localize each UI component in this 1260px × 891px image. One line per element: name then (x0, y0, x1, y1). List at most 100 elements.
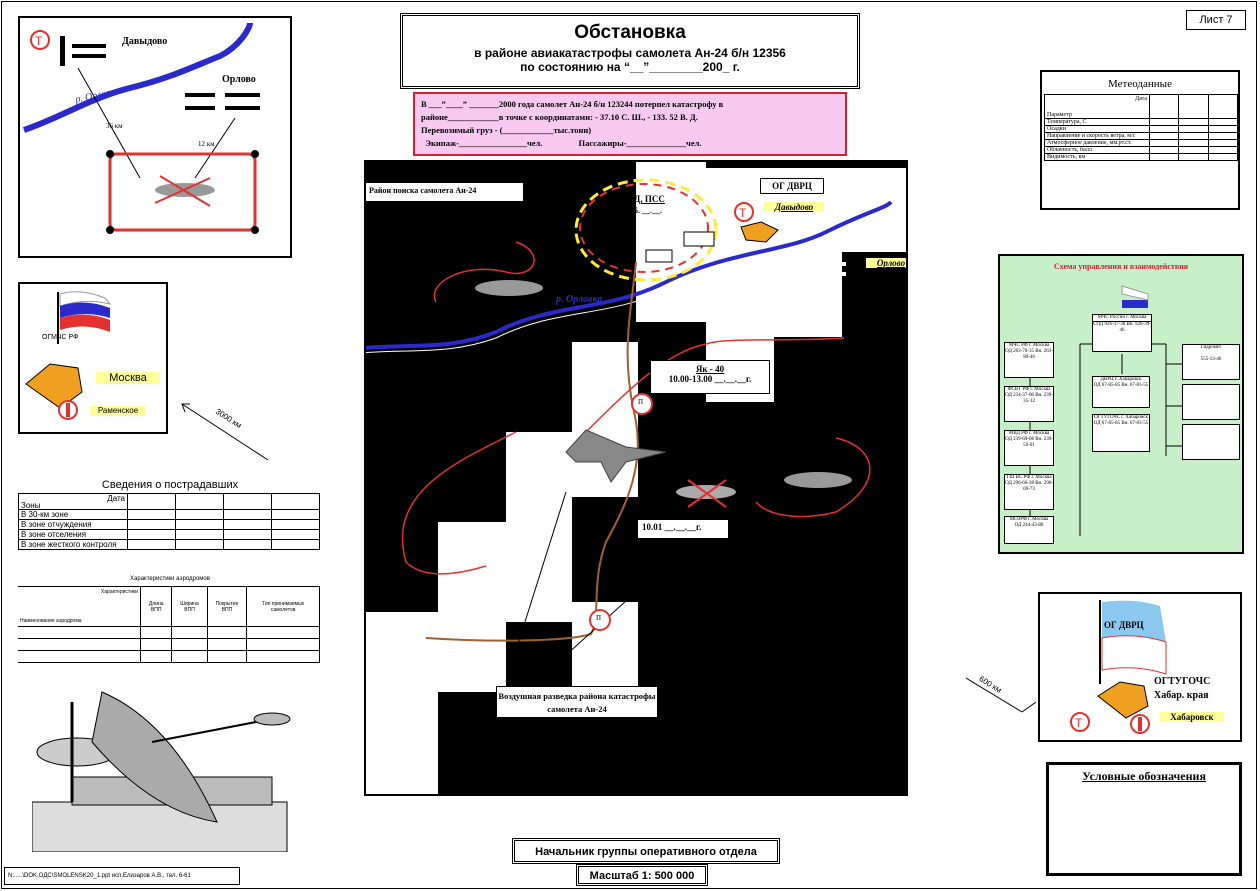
victims-row-3: В зоне жесткого контроля (18, 539, 128, 550)
yak-box: Як - 40 10.00-13.00 __.__.__г. (650, 360, 770, 394)
p-label-1: П (638, 398, 644, 406)
meteo-row-3: Атмосферное давление, мм.рт.ст. (1044, 139, 1150, 147)
scheme-center-tel: СОД 926-37-38 Вн. 926-39-46 (1093, 322, 1151, 333)
scheme-mid-0-label: ДВРЦ г. Хабаровск (1100, 377, 1142, 382)
kh-city: Хабаровск (1160, 712, 1224, 722)
main-map-svg: T (366, 162, 906, 794)
victims-zone: Зоны (21, 501, 41, 510)
region-icon (1097, 681, 1149, 719)
route-line (425, 261, 639, 642)
khabarovsk-svg: T (1070, 600, 1167, 734)
inset-map-svg: T (23, 22, 260, 234)
meteo-title: Метеоданные (1108, 78, 1172, 90)
moscow-svg (25, 291, 112, 420)
region-icon (740, 221, 779, 243)
crash-zone (108, 152, 257, 232)
legend-title: Условные обозначения (1082, 769, 1206, 783)
scale-label: Масштаб 1: 500 000 (576, 864, 708, 886)
airfields-corner-top: Характеристики (100, 589, 138, 595)
dist-3000-arrow (181, 403, 269, 461)
aircraft-icon (565, 429, 667, 483)
scheme-left-1-tel: ОД 234-37-00 Вн. 239-35-12 (1005, 393, 1053, 404)
main-map: T Район поиска самолета Ан-24 МВД, ПСС 1… (364, 160, 908, 796)
airfields-corner-bottom: Наименование аэродрома (20, 618, 82, 624)
legend-box: Условные обозначения (1046, 762, 1242, 876)
yak-title: Як - 40 (695, 364, 725, 374)
scheme-right-1[interactable] (1182, 384, 1240, 420)
scheme-right-0[interactable]: Гидромет 555-13-46 (1182, 344, 1240, 380)
title-box: Обстановка в районе авиакатастрофы самол… (400, 13, 860, 89)
recon-label: Воздушная разведка района катастрофы сам… (496, 686, 658, 718)
moscow-agency: ОГМЧС РФ (42, 334, 79, 341)
davydovo-label: Давыдово (764, 202, 824, 212)
yak-time: 10.00-13.00 __.__.__г. (668, 374, 752, 384)
river-label: р. Орловка (556, 294, 603, 305)
title-line2: в районе авиакатастрофы самолета Ан-24 б… (474, 46, 786, 60)
title-main: Обстановка (574, 22, 686, 43)
inset-map: T Давыдово Орлово р. Орловка 36 км 12 км (18, 16, 292, 258)
svg-text:T: T (1075, 716, 1083, 730)
meteo-row-4: Облачность, балл (1044, 146, 1150, 154)
orlovo-label: Орлово (866, 258, 906, 268)
khabarovsk-box: T ОГ ДВРЦ ОГТУГОЧС Хабар. края Хабаровск (1038, 592, 1242, 742)
victims-row-0: В 30-км зоне (18, 509, 128, 520)
scheme-left-1-label: ФСВТ РФ г. Москва (1007, 387, 1051, 392)
scheme-title: Схема управления и взаимодействия (1053, 262, 1189, 271)
scheme-center[interactable]: МЧС России г. Москва СОД 926-37-38 Вн. 9… (1092, 314, 1152, 352)
landing-point-p (631, 393, 653, 415)
settlement-orlovo-icon (185, 93, 215, 97)
scheme-box: Схема управления и взаимодействия МЧС Ро… (998, 254, 1244, 554)
incident-line3: Перевозимый груз - (____________тыс.тонн… (421, 125, 592, 135)
meteo-param: Параметр (1047, 112, 1072, 118)
scheme-left-0-tel: ОД 263-76-35 Вн. 263-90-46 (1005, 349, 1053, 360)
search-zone-ellipse (574, 178, 718, 282)
footer-path: N:.....\DOK.OДС\SMOLENSK20_1.ppt исп.Ели… (4, 867, 240, 885)
victims-title: Сведения о пострадавших (101, 479, 239, 491)
scheme-mid-0-tel: ОД 67-85-85 Вн. 67-83-55 (1093, 383, 1149, 388)
scheme-left-3-label: ГШ ВС РФ г. Москва (1006, 475, 1052, 480)
scheme-left-4-label: МОЗРФ г. Москва (1009, 517, 1049, 522)
landing-point-p-2 (589, 609, 611, 631)
truck-icon (683, 231, 715, 247)
scheme-right-0-tel: 555-13-46 (1200, 357, 1222, 362)
inset-orlovo: Орлово (222, 74, 256, 85)
incident-box: В ___”____” _______2000 года самолет Ан-… (413, 92, 847, 156)
og-dvrc-label: ОГ ДВРЦ (760, 178, 824, 194)
chief-label: Начальник группы оперативного отдела (512, 838, 780, 864)
mvd-label: МВД, ПСС (620, 194, 665, 204)
meteo-row-0: Температура, С (1044, 118, 1150, 126)
helicopter-icon (475, 280, 543, 296)
moscow-airfield: Раменское (90, 406, 146, 415)
p-label-2: П (596, 614, 602, 622)
helicopter-icon-2 (784, 472, 852, 488)
meteo-date: Дата (1135, 96, 1147, 102)
search-area-label: Район поиска самолета Ан-24 (366, 182, 524, 202)
inset-davydovo: Давыдово (122, 36, 168, 47)
meteo-row-1: Осадки (1044, 125, 1150, 133)
scheme-right-2[interactable] (1182, 424, 1240, 460)
scheme-right-0-label: Гидромет (1200, 345, 1222, 350)
flag-icon (1102, 600, 1166, 642)
airfields-col-3: Тип принимаемых самолетов (246, 586, 320, 627)
svg-text:T: T (35, 34, 43, 48)
inset-dist1: 36 км (106, 122, 123, 130)
kh-region: Хабар. края (1154, 690, 1209, 701)
region-icon (25, 363, 83, 409)
river-line (23, 22, 253, 133)
inset-dist2: 12 км (198, 140, 215, 148)
time-label-3: 10.01 __.__.__г. (638, 520, 728, 538)
victims-row-2: В зоне отселения (18, 529, 128, 540)
scheme-left-2-tel: ОД 239-69-08 Вн. 239-59-01 (1005, 437, 1053, 448)
airfield-t-icon (1070, 712, 1090, 732)
